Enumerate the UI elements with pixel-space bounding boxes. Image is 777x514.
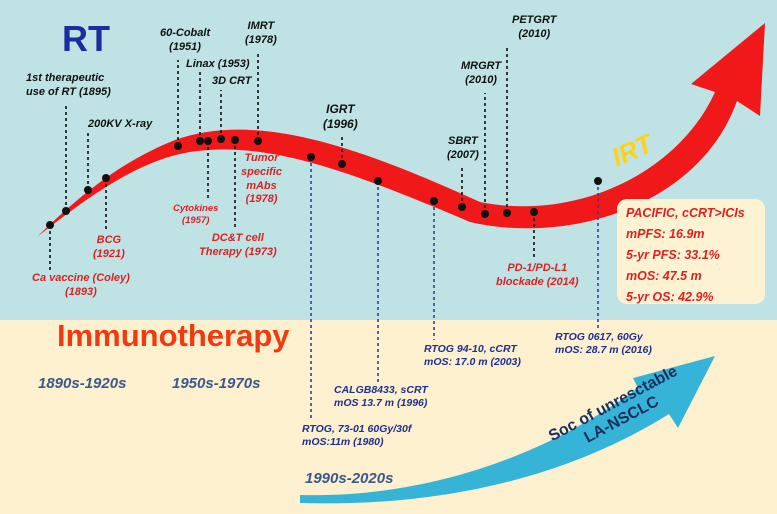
milestone-connectors [49, 47, 599, 420]
milestone-3dcrt: 3D CRT [212, 75, 252, 87]
soc-arrow [300, 356, 715, 504]
dot-rtog-9410 [430, 197, 438, 205]
pacific-results-box: PACIFIC, cCRT>ICIs mPFS: 16.9m 5-yr PFS:… [617, 199, 765, 304]
milestone-mrgrt: MRGRT(2010) [461, 60, 502, 86]
milestone-xray: 200KV X-ray [88, 118, 153, 130]
milestone-cytokines: Cytokines(1957) [173, 203, 219, 226]
dot-calgb8433 [374, 177, 382, 185]
dot-xray [84, 186, 92, 194]
pacific-line: 5-yr OS: 42.9% [626, 290, 714, 304]
milestone-petgrt: PETGRT(2010) [512, 14, 557, 40]
dot-first-rt [62, 207, 70, 215]
milestone-igrt: IGRT(1996) [323, 102, 358, 131]
milestone-dots [46, 135, 602, 229]
dot-linax [196, 137, 204, 145]
pacific-line: 5-yr PFS: 33.1% [626, 248, 720, 262]
dot-cytokines [204, 137, 212, 145]
milestone-cobalt: 60-Cobalt(1951) [160, 27, 211, 53]
dot-pd1 [530, 208, 538, 216]
dot-3dcrt [217, 135, 225, 143]
milestone-sbrt: SBRT(2007) [447, 135, 479, 161]
dot-igrt [338, 160, 346, 168]
dot-dct-cell [231, 136, 239, 144]
dot-bcg [102, 174, 110, 182]
immunotherapy-title: Immunotherapy [57, 318, 290, 353]
dot-sbrt [458, 203, 466, 211]
milestone-bcg: BCG(1921) [93, 234, 125, 260]
dot-mrgrt [481, 210, 489, 218]
dot-rtog-0617 [594, 177, 602, 185]
milestone-ca-vaccine: Ca vaccine (Coley)(1893) [32, 272, 130, 298]
dot-petgrt [503, 209, 511, 217]
era-1990s: 1990s-2020s [305, 470, 394, 487]
milestone-linax: Linax (1953) [186, 58, 250, 70]
dot-cobalt [174, 142, 182, 150]
pacific-line: mPFS: 16.9m [626, 227, 705, 241]
dot-imrt [254, 137, 262, 145]
rt-title: RT [62, 18, 110, 59]
era-1950s: 1950s-1970s [172, 375, 261, 392]
era-1890s: 1890s-1920s [38, 375, 127, 392]
pacific-line: mOS: 47.5 m [626, 269, 702, 283]
dot-ca-vaccine [46, 221, 54, 229]
dot-rtog-7301 [307, 153, 315, 161]
milestone-imrt: IMRT(1978) [245, 20, 277, 46]
pacific-line: PACIFIC, cCRT>ICIs [626, 206, 745, 220]
